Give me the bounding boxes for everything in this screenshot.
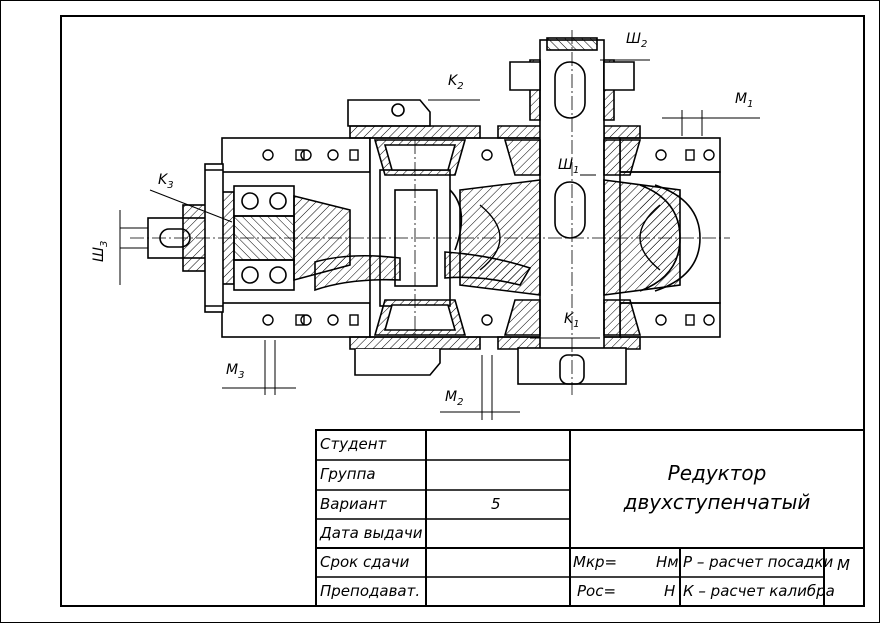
flange-bolt-holes [262,149,715,326]
variant-value: 5 [491,495,501,513]
drawing-title-line2: двухступенчатый [623,490,811,514]
pos-unit: Н [664,582,676,600]
row-label-student: Студент [320,435,387,453]
dimension-label-sh3: Ш3 [91,240,110,262]
dimension-label-m2: M2 [445,389,464,408]
dimension-lines [119,59,760,420]
row-label-variant: Вариант [320,495,387,513]
dimension-label-k2: K2 [448,73,464,92]
mkr-unit: Нм [656,553,679,571]
row-label-deadline: Срок сдачи [320,553,410,571]
output-hub [509,61,635,91]
scale-value: М [837,556,850,574]
note-fit-calc: Р – расчет посадки [683,553,834,571]
housing-right-wall [620,171,721,304]
pos-label: Рос= [577,582,617,600]
top-lifting-lug [347,99,431,127]
drawing-title-line1: Редуктор [667,461,767,485]
bottom-cover [349,336,481,350]
dimension-label-k3: K3 [158,172,174,191]
row-label-issue-date: Дата выдачи [320,524,423,542]
dimension-label-m1: M1 [735,91,754,110]
gearbox-drawing [119,30,760,420]
dimension-label-k1: K1 [564,311,580,330]
row-label-teacher: Преподават. [320,582,421,600]
bevel-gear [314,254,401,292]
row-label-group: Группа [320,465,376,483]
dimension-label-sh1: Ш1 [558,157,580,176]
mkr-label: Мкр= [573,553,618,571]
dimension-label-sh2: Ш2 [626,31,648,50]
title-block [315,429,865,607]
dimension-label-m3: M3 [226,362,245,381]
note-gauge-calc: К – расчет калибра [683,582,835,600]
